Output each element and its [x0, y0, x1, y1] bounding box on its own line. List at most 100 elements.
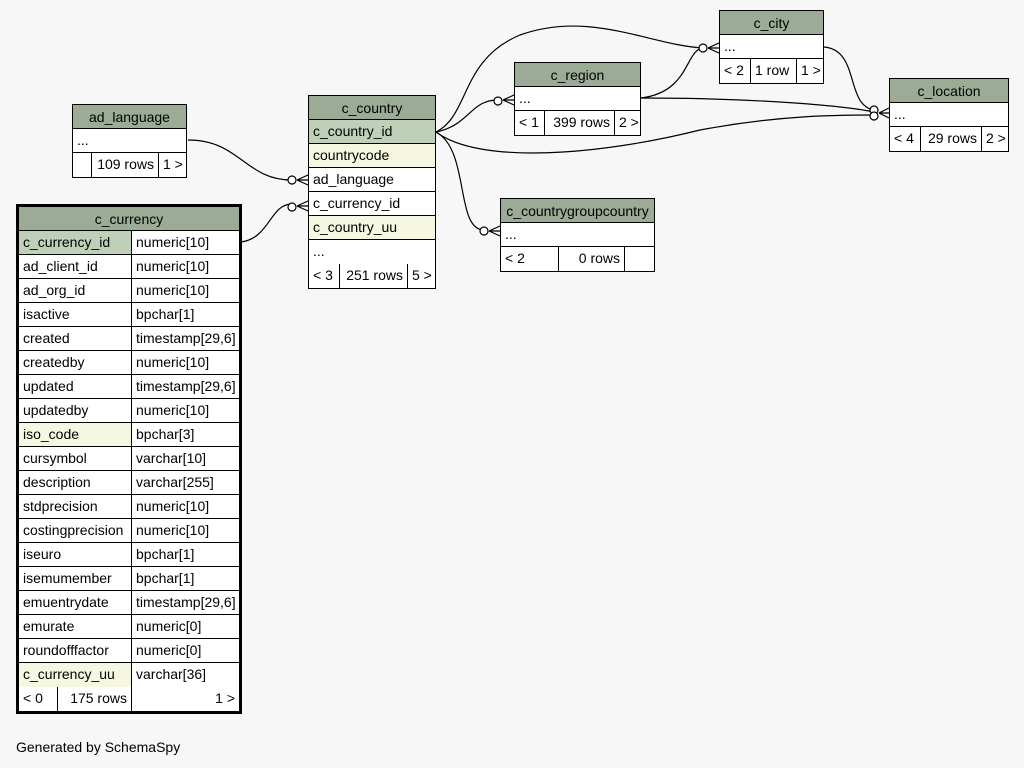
footer-parents: < 1: [519, 114, 539, 130]
table-title: c_city: [720, 11, 823, 35]
column-type: bpchar[1]: [131, 543, 239, 566]
table-row: c_currency_id: [309, 192, 435, 216]
table-row: emuentrydate timestamp[29,6]: [19, 591, 239, 615]
column-type: bpchar[3]: [131, 423, 239, 446]
footer-children: 1 >: [158, 153, 186, 177]
edge-c_city-c_location: [823, 46, 875, 111]
column-type: varchar[255]: [131, 471, 239, 494]
column-ellipsis: ...: [519, 90, 531, 106]
column-name: emuentrydate: [23, 594, 109, 610]
footer-parents: < 2: [505, 250, 525, 266]
column-ellipsis: ...: [894, 106, 906, 122]
table-ad_language[interactable]: ad_language ... 109 rows 1 >: [72, 104, 187, 178]
column-type: bpchar[1]: [131, 303, 239, 326]
column-name: isactive: [23, 306, 70, 322]
column-name: description: [23, 474, 91, 490]
table-title: c_location: [890, 79, 1008, 103]
crows-foot: [707, 42, 720, 54]
table-c_region[interactable]: c_region ... < 1 399 rows 2 >: [514, 62, 641, 136]
footer-parents: < 2: [724, 62, 744, 78]
column-name: iseuro: [23, 546, 62, 562]
column-type: numeric[10]: [131, 231, 239, 254]
footer-children: [624, 247, 654, 271]
footer-rows: 399 rows: [544, 111, 614, 135]
edge-end-marker: [493, 96, 503, 106]
footer-rows: 251 rows: [339, 264, 407, 288]
footer-parents: < 3: [313, 267, 333, 283]
table-row: created timestamp[29,6]: [19, 327, 239, 351]
crows-foot: [296, 174, 309, 186]
crows-foot: [488, 225, 501, 237]
column-name: updated: [23, 378, 74, 394]
column-name: c_country_uu: [309, 216, 435, 239]
table-row: updated timestamp[29,6]: [19, 375, 239, 399]
edge-c_country-c_location: [435, 114, 875, 154]
column-name: c_currency_uu: [19, 663, 131, 687]
column-type: numeric[0]: [131, 615, 239, 638]
column-name: countrycode: [309, 144, 435, 167]
footer-rows: 175 rows: [57, 687, 131, 711]
footer-rows: 109 rows: [91, 153, 158, 177]
footer-rows: 29 rows: [920, 127, 981, 151]
table-title: c_currency: [19, 207, 239, 231]
column-type: timestamp[29,6]: [131, 327, 239, 350]
crows-foot: [502, 94, 515, 106]
table-c_countrygroupcountry[interactable]: c_countrygroupcountry ... < 2 0 rows: [500, 198, 655, 272]
footer-children: 1 >: [796, 59, 823, 83]
table-footer: < 3 251 rows 5 >: [309, 264, 435, 288]
column-name: updatedby: [23, 402, 89, 418]
table-title: c_country: [309, 96, 435, 120]
table-row: ...: [501, 223, 654, 247]
footer-rows: 1 row: [750, 59, 796, 83]
table-row: isemumember bpchar[1]: [19, 567, 239, 591]
edge-c_region-c_city: [640, 47, 704, 99]
edge-c_country-c_countrygroupcountry: [435, 131, 485, 231]
column-name: ad_client_id: [23, 258, 98, 274]
footer-children: 5 >: [407, 264, 435, 288]
column-type: timestamp[29,6]: [131, 591, 239, 614]
footer-children: 2 >: [614, 111, 640, 135]
table-row: description varchar[255]: [19, 471, 239, 495]
column-name: created: [23, 330, 70, 346]
column-type: numeric[10]: [131, 495, 239, 518]
column-name: c_currency_id: [19, 231, 131, 254]
table-row: ...: [720, 35, 823, 59]
column-name: emurate: [23, 618, 75, 634]
crows-foot: [878, 107, 890, 119]
table-row: c_country_id: [309, 120, 435, 144]
edge-end-marker: [869, 111, 879, 121]
edge-c_region-c_location: [640, 97, 875, 113]
crows-foot: [296, 200, 309, 212]
footer-rows: 0 rows: [558, 247, 624, 271]
table-title: ad_language: [73, 105, 186, 129]
table-footer: < 2 1 row 1 >: [720, 59, 823, 83]
column-name: ad_org_id: [23, 282, 86, 298]
column-type: bpchar[1]: [131, 567, 239, 590]
column-type: numeric[10]: [131, 279, 239, 302]
table-row: ad_language: [309, 168, 435, 192]
edge-c_country-c_city: [435, 25, 704, 133]
column-type: timestamp[29,6]: [131, 375, 239, 398]
footer-parents: < 4: [894, 130, 914, 146]
edge-c_country-c_region: [435, 99, 499, 133]
column-type: numeric[10]: [131, 351, 239, 374]
table-row: ...: [890, 103, 1008, 127]
table-row: iseuro bpchar[1]: [19, 543, 239, 567]
table-c_city[interactable]: c_city ... < 2 1 row 1 >: [719, 10, 824, 84]
column-name: isemumember: [23, 570, 112, 586]
edge-end-marker: [479, 226, 489, 236]
edge-end-marker: [287, 175, 297, 185]
table-row: emurate numeric[0]: [19, 615, 239, 639]
footer-children: 1 >: [131, 687, 239, 711]
table-footer: 109 rows 1 >: [73, 153, 186, 177]
edge-ad_language-c_country: [187, 139, 293, 181]
table-c_location[interactable]: c_location ... < 4 29 rows 2 >: [889, 78, 1009, 152]
table-row: ...: [73, 129, 186, 153]
